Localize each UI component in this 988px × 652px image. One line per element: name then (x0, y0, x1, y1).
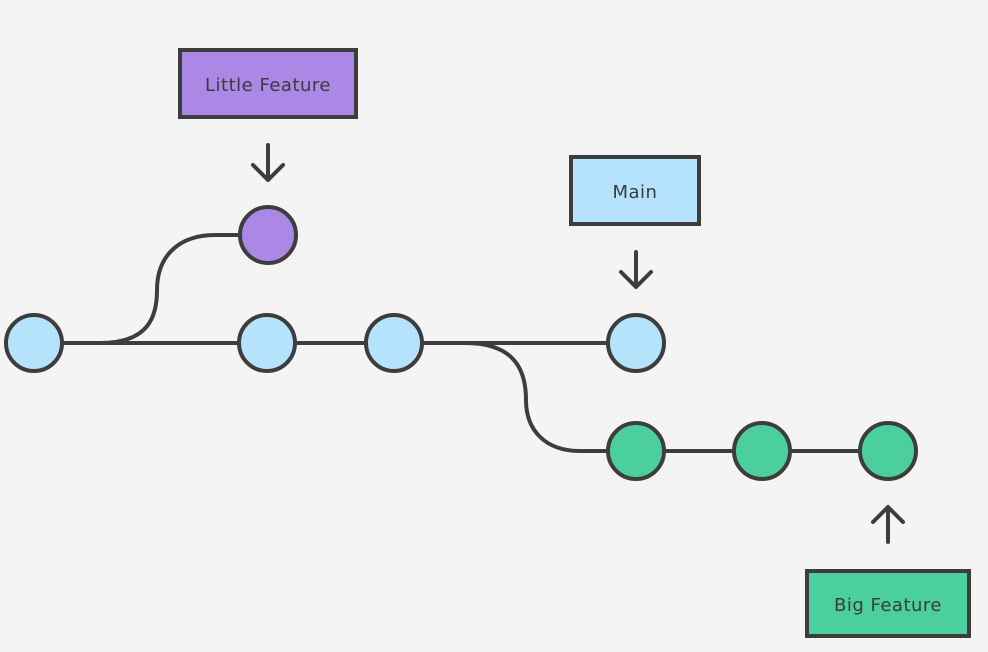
main-label: Main (569, 155, 701, 226)
main-label-text: Main (613, 182, 658, 203)
little-feature-label: Little Feature (178, 48, 358, 119)
little-feature-arrow-down-icon (251, 143, 285, 182)
big-feature-commit-1 (606, 421, 666, 481)
big-feature-label: Big Feature (805, 569, 971, 638)
big-feature-commit-3 (858, 421, 918, 481)
pointer-arrows (251, 143, 905, 544)
big-feature-commit-2 (732, 421, 792, 481)
little-feature-branch-line (99, 233, 268, 345)
main-arrow-down-icon (619, 250, 653, 289)
little-feature-commit-1 (238, 205, 298, 265)
little-feature-label-box (178, 48, 358, 119)
main-commit-1 (4, 313, 64, 373)
big-feature-branch-line (464, 341, 888, 453)
branch-lines (34, 233, 888, 453)
main-commit-4 (606, 313, 666, 373)
commit-nodes (4, 205, 918, 481)
little-feature-label-text: Little Feature (205, 75, 331, 96)
main-commit-3 (364, 313, 424, 373)
main-label-box (569, 155, 701, 226)
big-feature-label-text: Big Feature (834, 595, 942, 616)
big-feature-label-box (805, 569, 971, 638)
big-feature-arrow-up-icon (871, 505, 905, 544)
main-commit-2 (237, 313, 297, 373)
